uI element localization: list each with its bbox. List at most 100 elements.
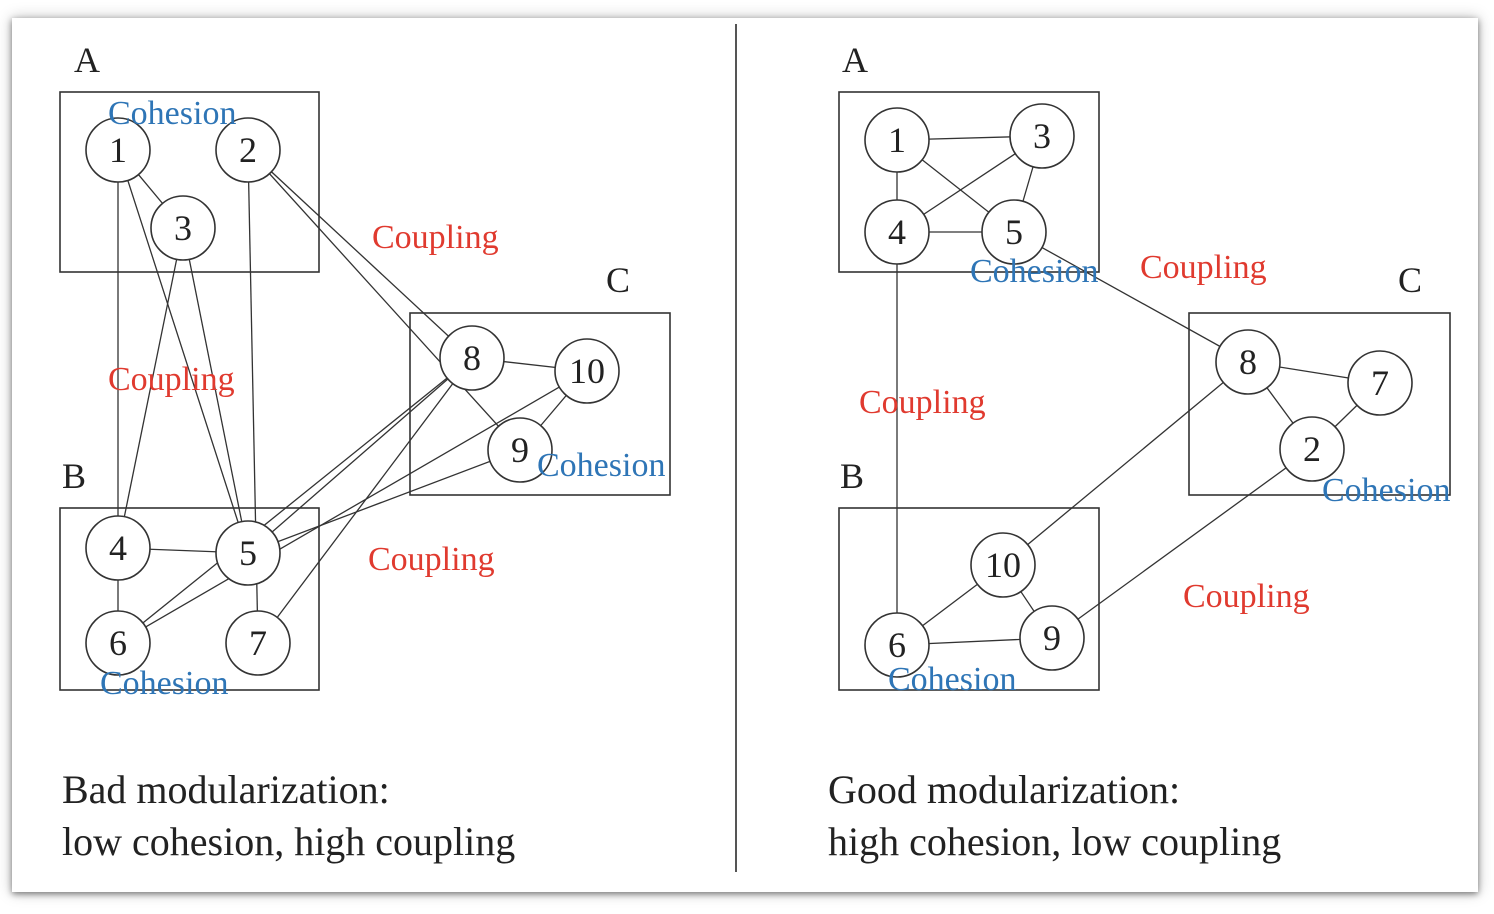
bad-modularization-panel: A B C 1 2 3 4 5 6 7 8 9 10 Cohesion Coupling Coup…: [59, 40, 671, 864]
bad-edge-2-9: [247, 149, 521, 451]
bad-node-label-6: 6: [109, 623, 127, 663]
bad-edge-6-8: [117, 357, 473, 644]
bad-module-a-box: [59, 91, 320, 273]
good-edge-5-8: [1013, 231, 1249, 363]
good-caption-line-2: high cohesion, low coupling: [828, 819, 1281, 864]
good-node-5: 5: [981, 199, 1047, 265]
bad-caption-line-2: low cohesion, high coupling: [62, 819, 515, 864]
bad-node-7: 7: [225, 610, 291, 676]
bad-node-circle-6: [85, 610, 151, 676]
good-node-circle-6: [864, 612, 930, 678]
bad-caption-line-1: Bad modularization:: [62, 767, 390, 812]
bad-module-a-label: A: [74, 40, 100, 80]
bad-node-2: 2: [215, 117, 281, 183]
good-node-circle-5: [981, 199, 1047, 265]
bad-node-9: 9: [487, 417, 553, 483]
bad-cohesion-label-b: Cohesion: [100, 665, 228, 702]
good-cohesion-label-c: Cohesion: [1322, 472, 1450, 509]
good-node-circle-8: [1215, 329, 1281, 395]
good-node-9: 9: [1019, 605, 1085, 671]
bad-node-circle-5: [215, 520, 281, 586]
good-module-a-box: [838, 91, 1100, 273]
bad-node-label-10: 10: [569, 351, 605, 391]
good-node-6: 6: [864, 612, 930, 678]
good-node-circle-2: [1279, 416, 1345, 482]
bad-edge-3-4: [117, 227, 184, 549]
bad-edge-1-5: [117, 149, 249, 554]
good-node-8: 8: [1215, 329, 1281, 395]
good-node-circle-10: [970, 532, 1036, 598]
good-module-b-label: B: [840, 456, 864, 496]
bad-node-circle-9: [487, 417, 553, 483]
bad-node-circle-7: [225, 610, 291, 676]
good-node-label-3: 3: [1033, 116, 1051, 156]
good-modularization-panel: A B C 1 3 4 5 6 9 10 8 7 2 Cohesion Coupling Coup…: [828, 40, 1451, 864]
good-node-circle-4: [864, 199, 930, 265]
good-module-c-label: C: [1398, 260, 1422, 300]
good-coupling-label-2: Coupling: [859, 384, 986, 421]
bad-node-8: 8: [439, 325, 505, 391]
bad-node-label-8: 8: [463, 338, 481, 378]
bad-edge-5-9: [247, 449, 521, 554]
bad-edge-5-8: [247, 357, 473, 554]
bad-edge-6-10: [117, 370, 588, 644]
good-node-label-1: 1: [888, 120, 906, 160]
good-node-7: 7: [1347, 350, 1413, 416]
good-coupling-label-3: Coupling: [1183, 578, 1310, 615]
good-node-label-8: 8: [1239, 342, 1257, 382]
good-cohesion-label-a: Cohesion: [970, 253, 1098, 290]
good-node-label-10: 10: [985, 545, 1021, 585]
good-cohesion-label-b: Cohesion: [888, 661, 1016, 698]
good-coupling-label-1: Coupling: [1140, 249, 1267, 286]
good-edge-8-10: [1002, 361, 1249, 566]
good-node-circle-3: [1009, 103, 1075, 169]
good-module-c-box: [1188, 312, 1451, 496]
good-node-10: 10: [970, 532, 1036, 598]
bad-coupling-label-1: Coupling: [372, 219, 499, 256]
bad-node-1: 1: [85, 117, 151, 183]
bad-coupling-label-2: Coupling: [108, 361, 235, 398]
good-node-1: 1: [864, 107, 930, 173]
bad-node-label-9: 9: [511, 430, 529, 470]
bad-node-label-4: 4: [109, 528, 127, 568]
good-node-label-2: 2: [1303, 429, 1321, 469]
good-node-circle-9: [1019, 605, 1085, 671]
good-nodes: 1 3 4 5 6 9 10 8 7 2: [864, 103, 1413, 678]
bad-module-c-label: C: [606, 260, 630, 300]
good-edge-9-2: [1051, 448, 1313, 639]
bad-node-label-2: 2: [239, 130, 257, 170]
good-node-3: 3: [1009, 103, 1075, 169]
bad-module-b-label: B: [62, 456, 86, 496]
bad-node-4: 4: [85, 515, 151, 581]
good-node-circle-7: [1347, 350, 1413, 416]
bad-node-10: 10: [554, 338, 620, 404]
good-node-label-5: 5: [1005, 212, 1023, 252]
bad-module-c-box: [409, 312, 671, 496]
good-node-4: 4: [864, 199, 930, 265]
good-node-label-6: 6: [888, 625, 906, 665]
bad-node-3: 3: [150, 195, 216, 261]
bad-node-label-3: 3: [174, 208, 192, 248]
bad-node-label-5: 5: [239, 533, 257, 573]
bad-cohesion-label-a: Cohesion: [108, 95, 236, 132]
good-node-2: 2: [1279, 416, 1345, 482]
good-module-a-label: A: [842, 40, 868, 80]
good-caption-line-1: Good modularization:: [828, 767, 1180, 812]
bad-node-circle-4: [85, 515, 151, 581]
bad-nodes: 1 2 3 4 5 6 7 8 9 10: [85, 117, 620, 676]
bad-cohesion-label-c: Cohesion: [537, 447, 665, 484]
good-node-circle-1: [864, 107, 930, 173]
good-node-label-4: 4: [888, 212, 906, 252]
bad-node-circle-10: [554, 338, 620, 404]
bad-edge-7-8: [257, 357, 473, 644]
bad-node-label-7: 7: [249, 623, 267, 663]
bad-node-circle-3: [150, 195, 216, 261]
bad-edge-2-8: [247, 149, 473, 359]
good-node-label-7: 7: [1371, 363, 1389, 403]
bad-node-circle-8: [439, 325, 505, 391]
bad-node-circle-1: [85, 117, 151, 183]
bad-module-b-box: [59, 507, 320, 691]
bad-node-circle-2: [215, 117, 281, 183]
